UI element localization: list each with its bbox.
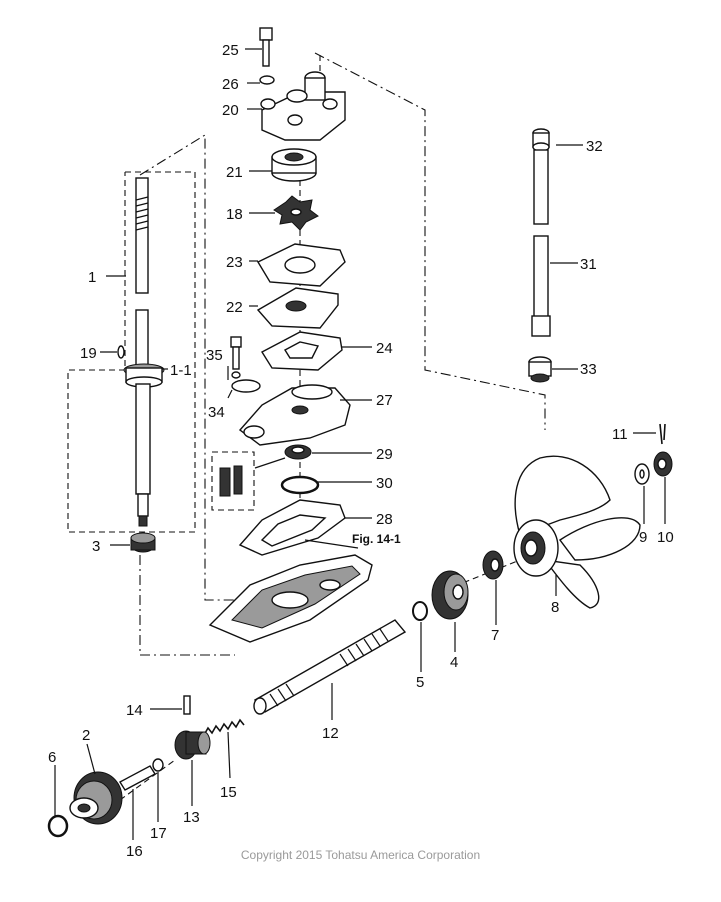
callout-28: 28 <box>376 511 393 528</box>
copyright-text: Copyright 2015 Tohatsu America Corporati… <box>240 848 481 862</box>
callout-16: 16 <box>126 843 143 860</box>
callout-labels: 25 26 20 21 18 23 22 24 27 29 30 28 35 3… <box>48 42 674 860</box>
nut-10 <box>653 451 673 477</box>
callout-33: 33 <box>580 361 597 378</box>
water-tube-31 <box>531 149 551 337</box>
clutch-dog <box>174 730 211 760</box>
callout-34: 34 <box>208 404 225 421</box>
callout-30: 30 <box>376 475 393 492</box>
callout-15: 15 <box>220 784 237 801</box>
callout-31: 31 <box>580 256 597 273</box>
callout-12: 12 <box>322 725 339 742</box>
callout-13: 13 <box>183 809 200 826</box>
callout-2: 2 <box>82 727 90 744</box>
pump-insert <box>271 148 317 182</box>
washer-6 <box>47 814 69 838</box>
callout-5: 5 <box>416 674 424 691</box>
callout-1: 1 <box>88 269 96 286</box>
grommet-33 <box>528 356 552 383</box>
propeller-shaft <box>253 619 407 715</box>
washer-5 <box>412 601 428 621</box>
spring-15 <box>203 718 245 736</box>
callout-6: 6 <box>48 749 56 766</box>
callout-4: 4 <box>450 654 458 671</box>
shims <box>219 457 286 497</box>
bolt-25 <box>259 27 273 67</box>
pin-19 <box>117 345 125 359</box>
callout-11: 11 <box>612 426 628 443</box>
washer-34 <box>231 379 261 393</box>
pin-16 <box>119 765 156 791</box>
callout-25: 25 <box>222 42 239 59</box>
callout-32: 32 <box>586 138 603 155</box>
callout-21: 21 <box>226 164 243 181</box>
callout-17: 17 <box>150 825 167 842</box>
forward-gear <box>431 570 469 620</box>
figure-label: Fig. 14-1 <box>352 532 401 546</box>
washer-26 <box>259 75 275 85</box>
callout-35: 35 <box>206 347 223 364</box>
callout-23: 23 <box>226 254 243 271</box>
callout-8: 8 <box>551 599 559 616</box>
reverse-gear <box>69 771 123 825</box>
callout-14: 14 <box>126 702 143 719</box>
callout-3: 3 <box>92 538 100 555</box>
callout-20: 20 <box>222 102 239 119</box>
callout-27: 27 <box>376 392 393 409</box>
pump-base <box>238 384 351 446</box>
callout-22: 22 <box>226 299 243 316</box>
pinion-gear <box>130 532 156 553</box>
leader-lines <box>54 48 666 840</box>
bearing-29 <box>284 444 312 460</box>
callout-29: 29 <box>376 446 393 463</box>
drive-shaft <box>123 177 165 527</box>
propeller <box>513 455 641 609</box>
callout-24: 24 <box>376 340 393 357</box>
grommet-32 <box>532 128 550 152</box>
callout-26: 26 <box>222 76 239 93</box>
spacer-17 <box>152 758 164 772</box>
bearing-7 <box>482 550 504 580</box>
impeller <box>273 195 319 231</box>
gear-case <box>208 554 373 643</box>
callout-9: 9 <box>639 529 647 546</box>
cotter-pin-11 <box>659 423 666 445</box>
pump-case <box>260 71 346 141</box>
callout-18: 18 <box>226 206 243 223</box>
bolt-35 <box>230 336 242 370</box>
callout-1-1: 1-1 <box>170 362 192 379</box>
callout-10: 10 <box>657 529 674 546</box>
callout-19: 19 <box>80 345 97 362</box>
pin-14 <box>183 695 191 715</box>
o-ring-30 <box>280 475 320 495</box>
callout-7: 7 <box>491 627 499 644</box>
